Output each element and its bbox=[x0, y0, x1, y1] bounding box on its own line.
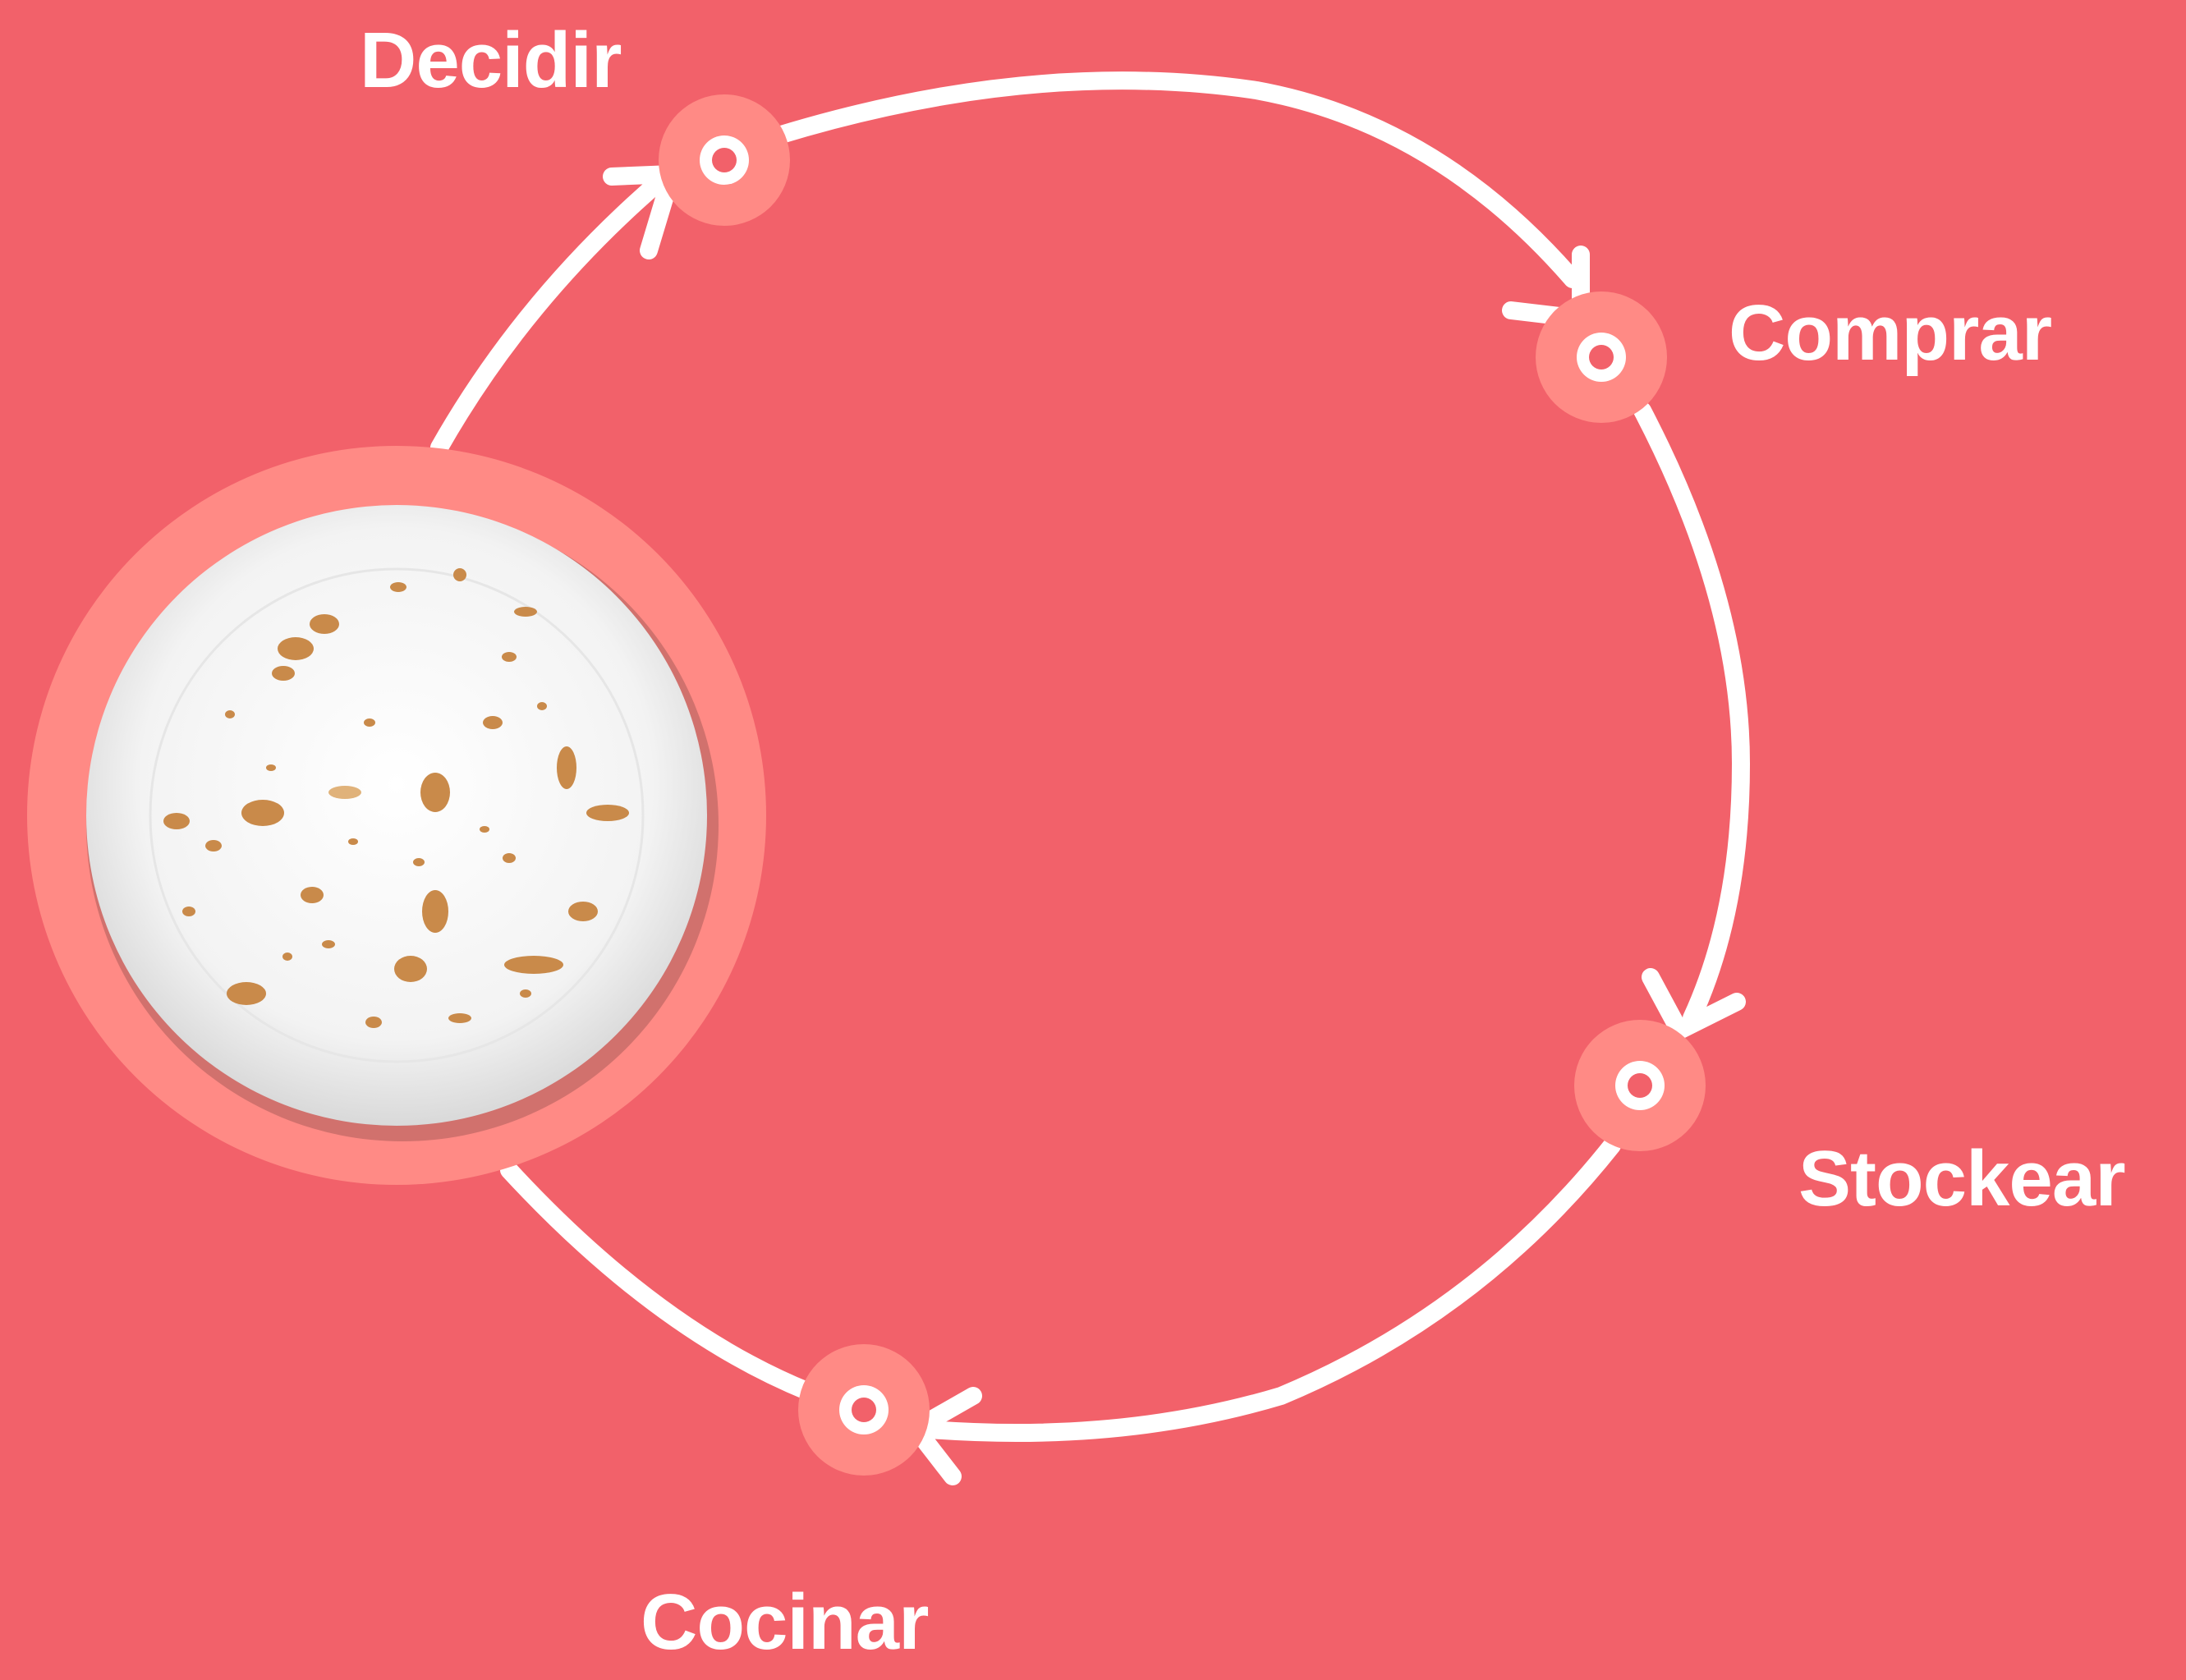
step-label-comprar: Comprar bbox=[1729, 289, 2052, 377]
node-cocinar bbox=[798, 1344, 930, 1476]
step-label-stockear: Stockear bbox=[1798, 1135, 2126, 1223]
node-stockear bbox=[1574, 1020, 1706, 1151]
arrowhead-stockear bbox=[1642, 968, 1746, 1040]
arc-comprar-to-stockear bbox=[1633, 402, 1750, 1027]
arc-decidir-to-comprar bbox=[769, 71, 1582, 288]
arc-plate-to-decidir bbox=[430, 168, 674, 457]
node-comprar bbox=[1536, 291, 1667, 423]
arc-cocinar-to-plate bbox=[500, 1161, 818, 1401]
arc-stockear-to-cocinar bbox=[911, 1136, 1621, 1442]
step-label-cocinar: Cocinar bbox=[641, 1578, 929, 1666]
plate-image bbox=[27, 446, 766, 1185]
step-label-decidir: Decidir bbox=[360, 16, 622, 104]
crumbs bbox=[163, 568, 629, 1028]
node-decidir bbox=[659, 94, 790, 226]
